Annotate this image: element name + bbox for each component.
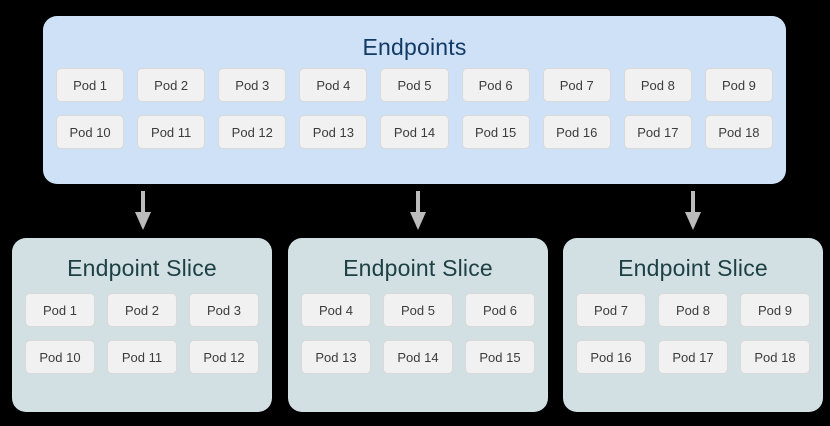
slice-pod-row: Pod 16 Pod 17 Pod 18 (576, 340, 810, 374)
endpoint-slice-panel-2: Endpoint Slice Pod 4 Pod 5 Pod 6 Pod 13 … (288, 238, 548, 412)
endpoints-pod-grid: Pod 1 Pod 2 Pod 3 Pod 4 Pod 5 Pod 6 Pod … (56, 68, 773, 162)
pod-chip: Pod 14 (380, 115, 449, 149)
pod-chip: Pod 6 (465, 293, 535, 327)
pod-chip: Pod 16 (576, 340, 646, 374)
arrow-down-icon (408, 191, 428, 230)
pod-chip: Pod 13 (299, 115, 368, 149)
arrow-head (135, 212, 151, 230)
pod-chip: Pod 18 (704, 115, 773, 149)
pod-chip: Pod 15 (465, 340, 535, 374)
pod-chip: Pod 1 (56, 68, 125, 102)
pod-chip: Pod 5 (383, 293, 453, 327)
pod-chip: Pod 16 (542, 115, 611, 149)
pod-chip: Pod 7 (576, 293, 646, 327)
endpoint-slice-panel-3: Endpoint Slice Pod 7 Pod 8 Pod 9 Pod 16 … (563, 238, 823, 412)
slice-pod-grid: Pod 4 Pod 5 Pod 6 Pod 13 Pod 14 Pod 15 (301, 293, 535, 387)
slice-pod-row: Pod 13 Pod 14 Pod 15 (301, 340, 535, 374)
pod-chip: Pod 12 (189, 340, 259, 374)
pod-chip: Pod 3 (218, 68, 287, 102)
endpoint-slice-panel-1: Endpoint Slice Pod 1 Pod 2 Pod 3 Pod 10 … (12, 238, 272, 412)
pod-chip: Pod 4 (299, 68, 368, 102)
pod-chip: Pod 8 (623, 68, 692, 102)
pod-chip: Pod 10 (56, 115, 125, 149)
arrow-down-icon (133, 191, 153, 230)
pod-chip: Pod 18 (740, 340, 810, 374)
endpoints-pod-row: Pod 1 Pod 2 Pod 3 Pod 4 Pod 5 Pod 6 Pod … (56, 68, 773, 102)
endpoints-panel: Endpoints Pod 1 Pod 2 Pod 3 Pod 4 Pod 5 … (43, 16, 786, 184)
arrow-head (410, 212, 426, 230)
pod-chip: Pod 9 (704, 68, 773, 102)
pod-chip: Pod 2 (107, 293, 177, 327)
pod-chip: Pod 8 (658, 293, 728, 327)
pod-chip: Pod 1 (25, 293, 95, 327)
pod-chip: Pod 11 (137, 115, 206, 149)
pod-chip: Pod 6 (461, 68, 530, 102)
arrow-down-icon (683, 191, 703, 230)
slice-pod-row: Pod 7 Pod 8 Pod 9 (576, 293, 810, 327)
pod-chip: Pod 9 (740, 293, 810, 327)
endpoints-pod-row: Pod 10 Pod 11 Pod 12 Pod 13 Pod 14 Pod 1… (56, 115, 773, 149)
pod-chip: Pod 14 (383, 340, 453, 374)
pod-chip: Pod 7 (542, 68, 611, 102)
slice-pod-row: Pod 10 Pod 11 Pod 12 (25, 340, 259, 374)
pod-chip: Pod 4 (301, 293, 371, 327)
pod-chip: Pod 12 (218, 115, 287, 149)
endpoint-slice-title: Endpoint Slice (67, 255, 217, 281)
pod-chip: Pod 13 (301, 340, 371, 374)
pod-chip: Pod 2 (137, 68, 206, 102)
pod-chip: Pod 3 (189, 293, 259, 327)
pod-chip: Pod 5 (380, 68, 449, 102)
arrow-shaft (416, 191, 420, 214)
pod-chip: Pod 15 (461, 115, 530, 149)
arrow-head (685, 212, 701, 230)
slice-pod-row: Pod 4 Pod 5 Pod 6 (301, 293, 535, 327)
slice-pod-grid: Pod 7 Pod 8 Pod 9 Pod 16 Pod 17 Pod 18 (576, 293, 810, 387)
pod-chip: Pod 11 (107, 340, 177, 374)
endpoint-slice-title: Endpoint Slice (618, 255, 768, 281)
arrow-shaft (691, 191, 695, 214)
endpoint-slice-title: Endpoint Slice (343, 255, 493, 281)
slice-pod-grid: Pod 1 Pod 2 Pod 3 Pod 10 Pod 11 Pod 12 (25, 293, 259, 387)
slice-pod-row: Pod 1 Pod 2 Pod 3 (25, 293, 259, 327)
arrow-shaft (141, 191, 145, 214)
endpoints-title: Endpoints (362, 34, 467, 60)
pod-chip: Pod 10 (25, 340, 95, 374)
pod-chip: Pod 17 (658, 340, 728, 374)
pod-chip: Pod 17 (623, 115, 692, 149)
